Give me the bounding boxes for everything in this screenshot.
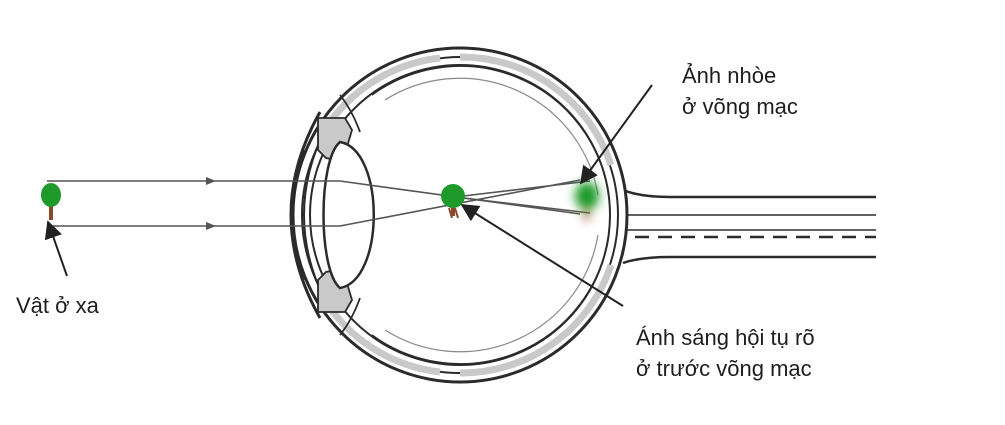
focus-label-line1: Ánh sáng hội tụ rõ [636,325,815,350]
pointer-arrows [44,84,653,307]
focus-point-tree-icon [441,184,465,219]
tree-icon [41,183,61,220]
blur-pointer-arrow [579,84,653,185]
blurred-tree-icon [575,182,599,220]
lens [322,140,375,290]
blurred-image-label-line2: ở võng mạc [682,94,798,119]
focus-label-line2: ở trước võng mạc [636,356,812,381]
optic-nerve [612,188,876,265]
focus-pointer-arrow [460,204,624,307]
object-pointer-arrow [44,220,68,277]
blurred-image-label-line1: Ảnh nhòe [682,63,777,88]
ray-direction-markers [206,177,216,230]
eyeball [291,46,629,384]
distant-object-label: Vật ở xa [16,293,99,318]
